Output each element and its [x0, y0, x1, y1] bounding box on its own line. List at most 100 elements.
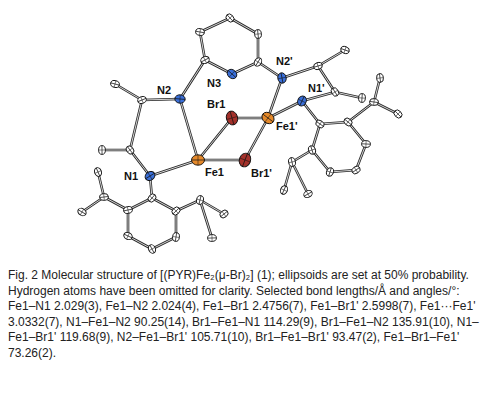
- carbon-atom: [170, 205, 181, 216]
- atom-ellipsoid: [369, 98, 379, 106]
- atom-ellipsoid: [254, 29, 262, 38]
- atom-ellipsoid: [392, 108, 403, 119]
- ellipsoid-axis: [211, 235, 212, 242]
- atom-ellipsoid: [330, 86, 340, 97]
- bond-highlight: [282, 66, 318, 78]
- atom-ellipsoid: [279, 185, 289, 196]
- ellipsoid-axis: [179, 95, 181, 103]
- atom-ellipsoid: [260, 110, 277, 126]
- atom-ellipsoid: [170, 205, 181, 216]
- bond-line: [180, 60, 205, 99]
- atom-ellipsoid: [296, 94, 308, 107]
- ellipsoid-axis: [103, 194, 105, 201]
- ellipsoid-axis: [203, 57, 206, 63]
- ellipsoid-axis: [149, 247, 155, 250]
- carbon-atom: [123, 206, 133, 214]
- bond-highlight: [130, 100, 142, 150]
- atom-ellipsoid: [99, 193, 109, 201]
- carbon-atom: [325, 167, 334, 178]
- atom-ellipsoid: [358, 93, 365, 102]
- bond-highlight: [142, 99, 180, 100]
- bond-highlight: [180, 60, 205, 99]
- ellipsoid-axis: [141, 97, 144, 103]
- ellipsoid-axis: [229, 71, 235, 77]
- atom-ellipsoid: [277, 72, 287, 84]
- bond-line: [230, 18, 258, 34]
- bond-line: [142, 99, 180, 100]
- ellipsoid-axis: [173, 236, 180, 237]
- carbon-atom: [110, 80, 120, 89]
- atom-ellipsoid: [195, 28, 205, 36]
- carbon-atom: [218, 209, 229, 220]
- atom-ellipsoid: [288, 157, 297, 167]
- carbon-atom: [207, 234, 216, 241]
- atom-ellipsoid: [93, 167, 103, 178]
- carbon-atom: [288, 157, 297, 167]
- carbon-atom: [93, 167, 103, 178]
- ellipsoid-axis: [278, 77, 286, 79]
- atom-ellipsoid: [172, 232, 180, 242]
- atom-ellipsoid: [325, 167, 334, 178]
- ellipsoid-axis: [395, 111, 401, 117]
- carbon-atom: [313, 61, 323, 70]
- figure-caption: Fig. 2 Molecular structure of [(PYR)Fe₂(…: [8, 268, 484, 361]
- atom-label: Br1: [207, 98, 225, 110]
- atom-ellipsoid: [361, 140, 370, 147]
- ellipsoid-axis: [198, 155, 199, 165]
- bond-highlight: [198, 118, 232, 160]
- ellipsoid-axis: [114, 81, 116, 88]
- carbon-atom: [196, 195, 205, 205]
- carbon-atom: [350, 165, 361, 176]
- ellipsoid-axis: [174, 209, 179, 214]
- atom-ellipsoid: [76, 207, 87, 217]
- carbon-atom: [279, 185, 289, 196]
- carbon-atom: [392, 108, 403, 119]
- carbon-atom: [314, 119, 325, 130]
- bond-line: [200, 200, 212, 238]
- carbon-atom: [361, 140, 370, 147]
- ellipsoid-axis: [149, 195, 155, 202]
- bond-highlight: [150, 160, 198, 176]
- ellipsoid-axis: [199, 29, 200, 36]
- ellipsoid-axis: [78, 210, 86, 214]
- ellipsoid-axis: [150, 245, 154, 253]
- atom-ellipsoid: [342, 117, 353, 128]
- bond-line: [200, 18, 230, 32]
- ellipsoid-axis: [255, 60, 261, 64]
- ellipsoid-axis: [263, 114, 273, 122]
- ellipsoid-axis: [95, 171, 101, 174]
- ellipsoid-axis: [306, 191, 309, 197]
- carbon-atom: [147, 244, 157, 255]
- bond-line: [198, 159, 245, 162]
- atom-ellipsoid: [237, 151, 252, 168]
- ellipsoid-axis: [304, 192, 312, 196]
- atom-ellipsoid: [196, 195, 205, 205]
- ellipsoid-axis: [256, 58, 261, 66]
- bond-line: [130, 100, 142, 150]
- atom-ellipsoid: [253, 56, 263, 67]
- bond-line: [282, 66, 318, 78]
- ellipsoid-axis: [222, 211, 226, 216]
- carbon-atom: [303, 189, 314, 199]
- iron-atom: [260, 110, 277, 126]
- ellipsoid-axis: [377, 77, 384, 79]
- ellipsoid-axis: [309, 149, 315, 151]
- ellipsoid-axis: [298, 99, 306, 103]
- atom-label: Fe1': [276, 120, 298, 132]
- bond-highlight: [348, 102, 374, 122]
- ellipsoid-axis: [317, 63, 319, 70]
- atom-ellipsoid: [307, 145, 316, 155]
- ellipsoid-axis: [80, 209, 83, 215]
- ellipsoid-axis: [228, 71, 236, 78]
- ellipsoid-axis: [344, 47, 346, 53]
- carbon-atom: [254, 29, 262, 38]
- carbon-atom: [330, 86, 340, 97]
- bond-highlight: [230, 18, 258, 34]
- bond-highlight: [200, 200, 212, 238]
- carbon-atom: [369, 98, 379, 106]
- atom-ellipsoid: [207, 234, 216, 241]
- ellipsoid-axis: [316, 121, 323, 126]
- ellipsoid-axis: [221, 211, 228, 217]
- carbon-atom: [340, 45, 351, 54]
- atom-label: N1': [308, 82, 325, 94]
